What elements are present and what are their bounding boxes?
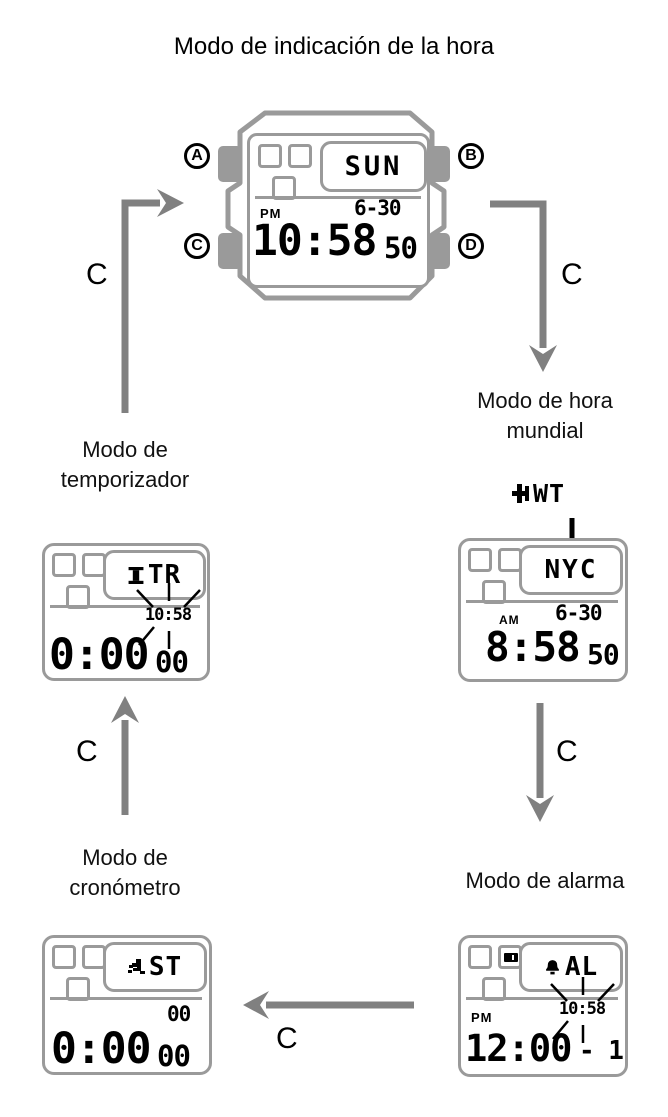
c-key-label: C (556, 735, 578, 768)
indicator-square (288, 144, 312, 168)
city-code: NYC (544, 555, 598, 585)
timekeeping-display: SUN PM 6-30 10:58 50 (247, 133, 430, 288)
day-box: SUN (320, 141, 427, 192)
indicator-square (258, 144, 282, 168)
am-pm-indicator: AM (499, 613, 520, 627)
flash-burst-icon (136, 583, 201, 649)
wt-indicator: WT (512, 479, 565, 508)
flash-time-digits: 10:58 (144, 605, 192, 625)
stopwatch-mode-text: ST (148, 952, 183, 982)
arrow-world-time-to-alarm (526, 703, 554, 822)
alarm-time-digits: 12:00 (465, 1027, 572, 1070)
arrow-stopwatch-to-timer (111, 696, 139, 815)
button-c-label: C (184, 233, 210, 259)
display-divider (255, 196, 421, 199)
alarm-mode-box: AL (519, 942, 623, 992)
indicator-square (52, 945, 76, 969)
timer-mode-text: TR (147, 560, 182, 590)
hourglass-icon (128, 566, 144, 584)
seconds-digits: 50 (587, 638, 620, 671)
c-key-label: C (276, 1022, 298, 1055)
timer-time-digits: 0:00 (49, 630, 150, 680)
display-divider (466, 600, 618, 603)
flash-time-digits: 10:58 (558, 999, 606, 1019)
stopwatch-display: ST 00 0:00 00 (42, 935, 212, 1075)
display-divider (50, 997, 202, 1000)
world-time-display: NYC AM 6-30 8:58 50 (458, 538, 628, 682)
alarm-display: AL PM 10:58 12:00 - 1 (458, 935, 628, 1077)
am-pm-indicator: PM (471, 1010, 493, 1025)
time-digits: 8:58 (485, 623, 581, 671)
seconds-digits: 50 (384, 231, 418, 265)
flash-burst-icon (550, 977, 615, 1043)
am-pm-indicator: PM (260, 206, 282, 221)
timer-display: TR 10:58 0:00 00 (42, 543, 210, 681)
timekeeping-watch: A B C D SUN PM 6-30 10:58 50 (168, 106, 500, 306)
date-digits: 6-30 (555, 601, 603, 625)
arrow-alarm-to-stopwatch (243, 991, 414, 1019)
indicator-square (52, 553, 76, 577)
timer-mode-label: Modo de temporizador (60, 437, 190, 492)
date-digits: 6-30 (354, 196, 402, 220)
c-key-label: C (561, 258, 583, 291)
city-box: NYC (519, 545, 623, 595)
hundredths-digits: 00 (155, 645, 189, 679)
button-a-label: A (184, 143, 210, 169)
timer-mode-box: TR (103, 550, 206, 600)
stopwatch-time-digits: 0:00 (51, 1024, 152, 1074)
hundredths-digits: 00 (157, 1039, 191, 1073)
stopwatch-mode-label: Modo de cronómetro (69, 845, 181, 900)
button-b-label: B (458, 143, 484, 169)
alarm-mode-label: Modo de alarma (465, 868, 625, 893)
world-time-mode-label: Modo de hora mundial (477, 388, 613, 443)
flashing-time: 10:58 (123, 580, 213, 650)
page-title: Modo de indicación de la hora (173, 33, 495, 60)
stopwatch-mode-box: ST (103, 942, 207, 992)
alarm-number-digits: - 1 (579, 1036, 624, 1066)
button-d-label: D (458, 233, 484, 259)
runner-icon (127, 958, 145, 974)
arrow-timekeeping-to-world-time (490, 200, 557, 372)
bell-icon (545, 959, 559, 974)
wt-indicator-text: WT (533, 479, 566, 508)
day-of-week: SUN (344, 151, 403, 182)
alarm-mode-text: AL (564, 952, 599, 982)
upper-digits: 00 (167, 1002, 191, 1026)
indicator-square (468, 945, 492, 969)
airplane-icon (512, 484, 529, 503)
flashing-time: 10:58 (537, 974, 627, 1044)
alarm-on-indicator (504, 953, 518, 962)
display-divider (50, 605, 200, 608)
display-divider (466, 997, 618, 1000)
c-key-label: C (86, 258, 108, 291)
c-key-label: C (76, 735, 98, 768)
indicator-square (468, 548, 492, 572)
time-digits: 10:58 (252, 216, 377, 266)
